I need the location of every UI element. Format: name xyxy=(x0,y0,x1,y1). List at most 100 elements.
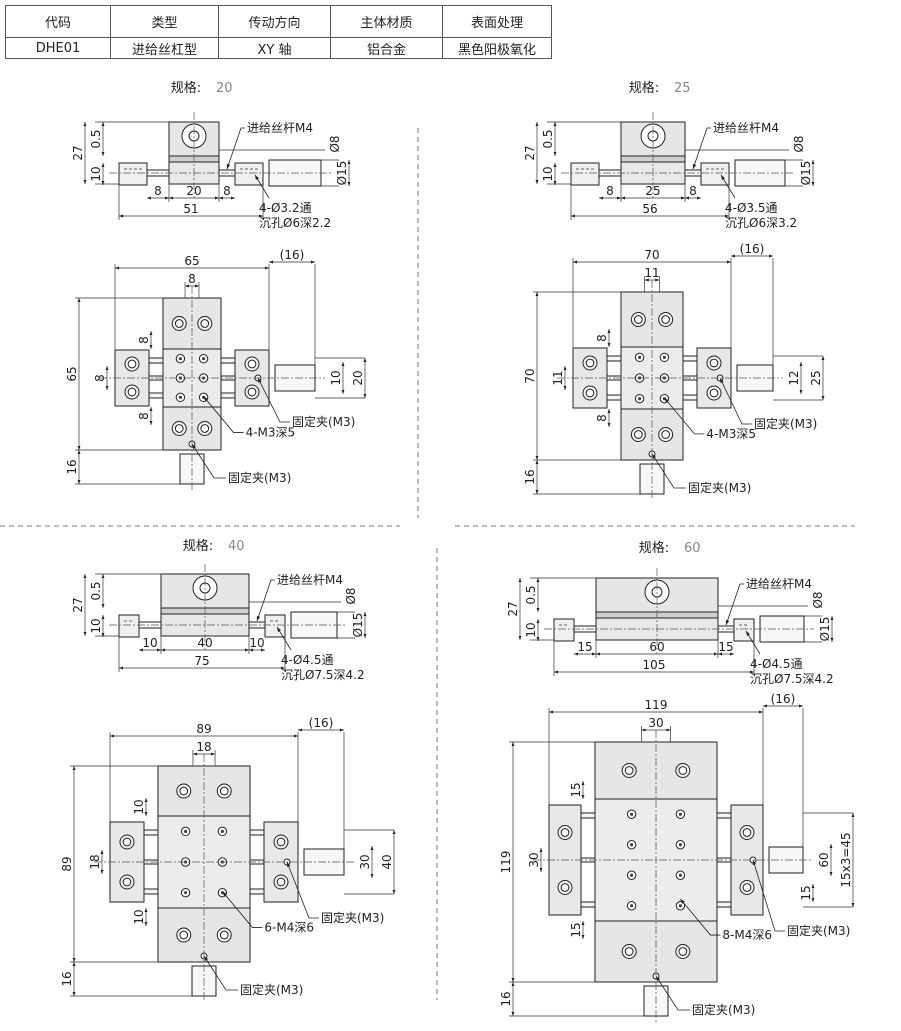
cell-finish: 黑色阳极氧化 xyxy=(442,37,552,59)
through-hole xyxy=(122,877,132,887)
leader-line xyxy=(222,891,263,928)
leader-line xyxy=(203,396,244,433)
leader-line xyxy=(226,127,245,170)
callout-label: 8-M4深6 xyxy=(722,928,772,942)
dimension-label: 15 xyxy=(799,885,813,900)
dimension-label: 8 xyxy=(595,334,609,342)
tapped-hole-core xyxy=(678,904,683,908)
dimension-label: 27 xyxy=(71,597,85,612)
dimension-label: 10 xyxy=(132,909,146,924)
through-hole xyxy=(742,883,752,892)
through-hole xyxy=(127,387,137,397)
tapped-hole-core xyxy=(638,355,642,359)
through-hole xyxy=(742,828,752,837)
guide-rail xyxy=(682,355,698,362)
dimension-label: 20 xyxy=(351,370,365,385)
through-hole xyxy=(276,837,286,847)
leader-line xyxy=(719,377,752,425)
dimension-label: (16) xyxy=(280,248,305,262)
callout-label: 沉孔Ø7.5深4.2 xyxy=(281,668,365,682)
dimension-label: Ø8 xyxy=(792,135,806,152)
dimension-label: 30 xyxy=(358,854,372,869)
dimension-label: 0.5 xyxy=(541,129,555,148)
spec-size: 20 xyxy=(216,81,233,96)
dimension-label: 89 xyxy=(196,722,211,736)
header-finish: 表面处理 xyxy=(442,5,552,38)
through-hole xyxy=(585,358,595,368)
through-hole xyxy=(560,883,570,892)
spec-size: 25 xyxy=(674,81,691,96)
dimension-label: Ø15 xyxy=(351,613,365,638)
dimension-label: 60 xyxy=(649,640,664,654)
guide-rail xyxy=(716,812,732,819)
dimension-label: 15 xyxy=(718,640,733,654)
tapped-hole-core xyxy=(638,397,642,401)
callout-label: 4-M3深5 xyxy=(246,426,296,440)
dimension-label: 20 xyxy=(186,184,201,198)
dimension-label: 11 xyxy=(644,266,659,280)
dimension-label: 12 xyxy=(787,370,801,385)
callout-label: 4-Ø4.5通 xyxy=(750,657,803,671)
callout-label: 沉孔Ø6深3.2 xyxy=(725,216,797,230)
tapped-hole-core xyxy=(662,355,667,359)
guide-rail xyxy=(249,888,265,895)
dimension-label: Ø8 xyxy=(811,591,825,608)
through-hole xyxy=(634,430,643,439)
leader-line xyxy=(720,174,736,199)
guide-rail xyxy=(148,392,164,399)
dimension-label: 65 xyxy=(65,366,79,381)
leader-line xyxy=(254,174,270,199)
dimension-label: (16) xyxy=(309,716,334,730)
through-hole xyxy=(661,315,670,324)
through-hole xyxy=(179,930,189,940)
through-hole xyxy=(624,766,634,775)
leader-line xyxy=(256,579,275,622)
dimension-label: 8 xyxy=(93,374,107,382)
left-end-block xyxy=(553,618,575,642)
spec-title: 规格: xyxy=(639,540,669,556)
dimension-label: 25 xyxy=(645,184,660,198)
guide-rail xyxy=(606,394,622,401)
dimension-label: 8 xyxy=(137,336,151,344)
dimension-label: 10 xyxy=(541,166,555,181)
through-hole xyxy=(200,319,210,328)
dimension-label: 10 xyxy=(249,636,264,650)
tapped-hole-core xyxy=(184,891,188,895)
dimension-label: 16 xyxy=(65,459,79,474)
leader-line xyxy=(725,583,744,626)
dimension-label: 70 xyxy=(523,368,537,383)
guide-rail xyxy=(580,812,596,819)
tapped-hole-core xyxy=(678,843,683,847)
through-hole xyxy=(174,424,184,433)
callout-label: 固定夹(M3) xyxy=(688,480,751,495)
dimension-label: 27 xyxy=(523,145,537,160)
dimension-label: 15x3=45 xyxy=(839,832,853,887)
cell-direction: XY 轴 xyxy=(218,37,331,59)
through-hole xyxy=(634,315,643,324)
through-hole xyxy=(678,766,688,775)
through-hole xyxy=(200,424,210,433)
dimension-label: 40 xyxy=(197,636,212,650)
dimension-label: 8 xyxy=(137,412,151,420)
cell-type: 进给丝杠型 xyxy=(110,37,219,59)
dimension-label: 15 xyxy=(569,782,583,797)
tapped-hole-core xyxy=(630,843,634,847)
through-hole xyxy=(247,359,257,369)
tapped-hole-core xyxy=(202,357,206,361)
dimension-label: Ø15 xyxy=(799,161,813,186)
dimension-label: 10 xyxy=(524,622,538,637)
through-hole xyxy=(247,387,257,397)
callout-label: 固定夹(M3) xyxy=(240,982,303,997)
guide-rail xyxy=(220,357,236,364)
through-hole xyxy=(219,786,229,796)
dimension-label: 0.5 xyxy=(89,581,103,600)
dimension-label: 56 xyxy=(642,202,657,216)
dimension-label: 75 xyxy=(194,654,209,668)
dimension-label: 89 xyxy=(60,856,74,871)
header-material: 主体材质 xyxy=(330,5,443,38)
callout-label: 固定夹(M3) xyxy=(787,923,850,938)
leader-line xyxy=(286,861,319,919)
